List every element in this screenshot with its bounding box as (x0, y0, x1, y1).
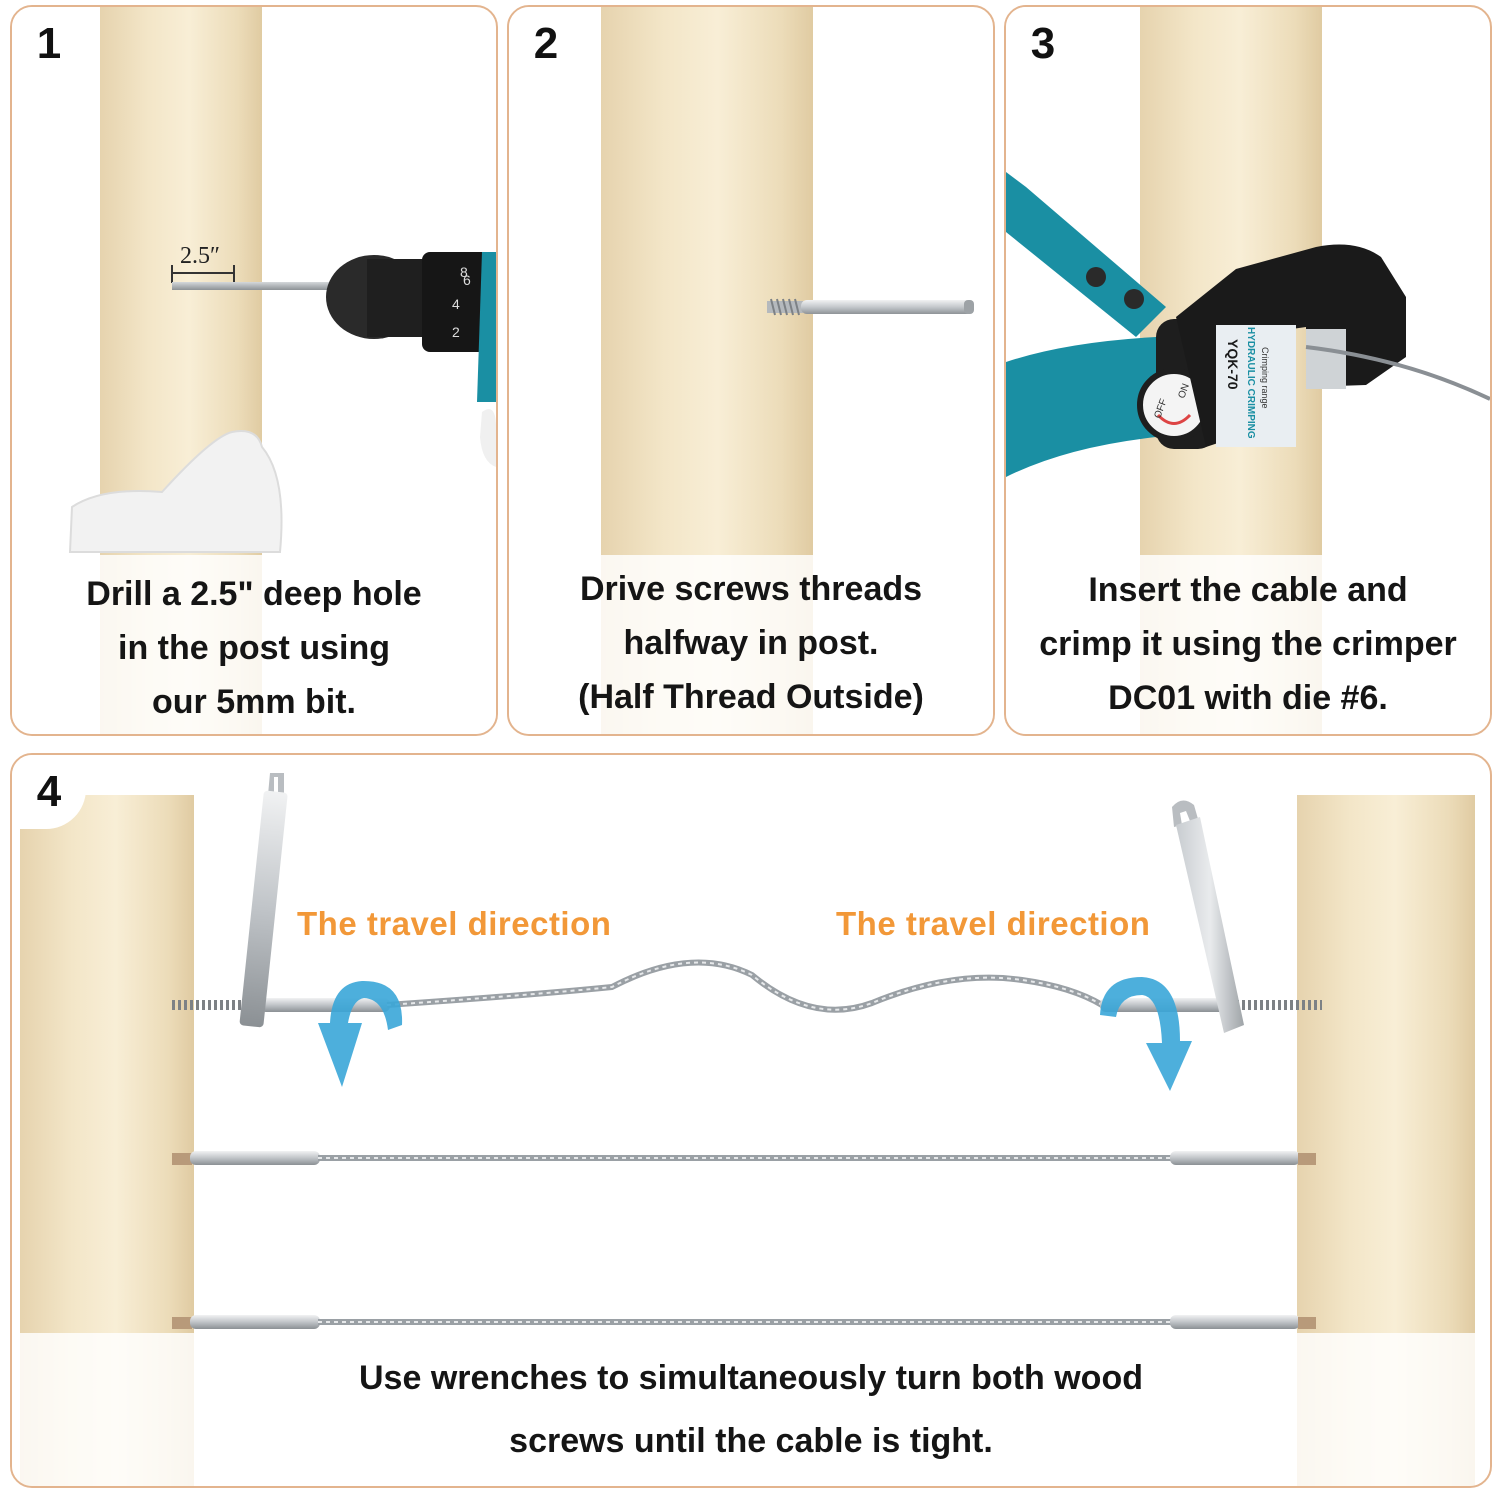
tool-range: Crimping range (1260, 347, 1270, 409)
clutch-number: 2 (452, 324, 460, 340)
tool-brand: HYDRAULIC CRIMPING (1245, 327, 1256, 439)
glove-hand (68, 409, 496, 553)
drill-icon: 8 6 4 2 (172, 252, 496, 402)
travel-direction-left: The travel direction (297, 905, 612, 942)
step-4-panel: 4 (10, 753, 1492, 1488)
clutch-number: 8 (460, 264, 468, 280)
crimper-illustration: ON OFF YQK-70 HYDRAULIC CRIMPING Crimpin… (1006, 172, 1490, 477)
caption-line: Insert the cable and (1088, 571, 1408, 609)
caption-line: Use wrenches to simultaneously turn both… (359, 1359, 1143, 1397)
cable-icon (172, 1315, 1316, 1329)
step-number: 3 (1006, 7, 1080, 81)
caption-backdrop (12, 555, 496, 734)
caption-backdrop (12, 1333, 1490, 1486)
caption-line: in the post using (118, 629, 390, 667)
tensioning-illustration (172, 773, 1322, 1329)
caption-line: DC01 with die #6. (1108, 679, 1388, 717)
step-2-panel: 2 Drive screws threads halfway in post. … (507, 5, 995, 736)
hydraulic-crimper-icon: ON OFF YQK-70 HYDRAULIC CRIMPING Crimpin… (1006, 172, 1490, 477)
wrench-icon (1172, 800, 1244, 1033)
rotation-arrow-icon (318, 980, 403, 1087)
caption-line: crimp it using the crimper (1039, 625, 1457, 663)
screw-illustration (767, 298, 974, 316)
tool-label-on: ON (1176, 382, 1191, 400)
step-number: 1 (12, 7, 86, 81)
step-4-caption: Use wrenches to simultaneously turn both… (12, 1347, 1490, 1473)
clutch-number: 6 (463, 272, 471, 288)
clutch-number: 4 (452, 296, 460, 312)
caption-line: halfway in post. (623, 624, 879, 662)
step-3-panel: 3 ON OFF YQK-70 HYDRAULIC CRIMPING Crimp… (1004, 5, 1492, 736)
screw-icon (767, 298, 974, 316)
step-2-caption: Drive screws threads halfway in post. (H… (509, 562, 993, 724)
step-number: 2 (509, 7, 583, 81)
caption-line: screws until the cable is tight. (509, 1422, 993, 1460)
caption-line: Drive screws threads (579, 570, 923, 608)
step-1-panel: 1 2.5″ 8 6 4 2 (10, 5, 498, 736)
cable-icon (172, 1151, 1316, 1165)
dimension-label: 2.5″ (180, 243, 220, 269)
tool-model: YQK-70 (1225, 339, 1241, 390)
dimension-marker: 2.5″ (171, 243, 235, 283)
caption-backdrop (1006, 555, 1490, 734)
step-3-caption: Insert the cable and crimp it using the … (1006, 563, 1490, 725)
caption-line: our 5mm bit. (151, 683, 357, 721)
caption-backdrop (509, 555, 993, 734)
caption-line: Drill a 2.5" deep hole (86, 575, 422, 613)
travel-direction-right: The travel direction (836, 905, 1151, 942)
caption-line: (Half Thread Outside) (578, 678, 924, 716)
step-1-caption: Drill a 2.5" deep hole in the post using… (12, 567, 496, 729)
wrench-icon (239, 773, 288, 1028)
drill-illustration: 2.5″ 8 6 4 2 (68, 243, 496, 553)
step-number: 4 (12, 755, 86, 829)
rotation-arrow-icon (1100, 977, 1192, 1091)
